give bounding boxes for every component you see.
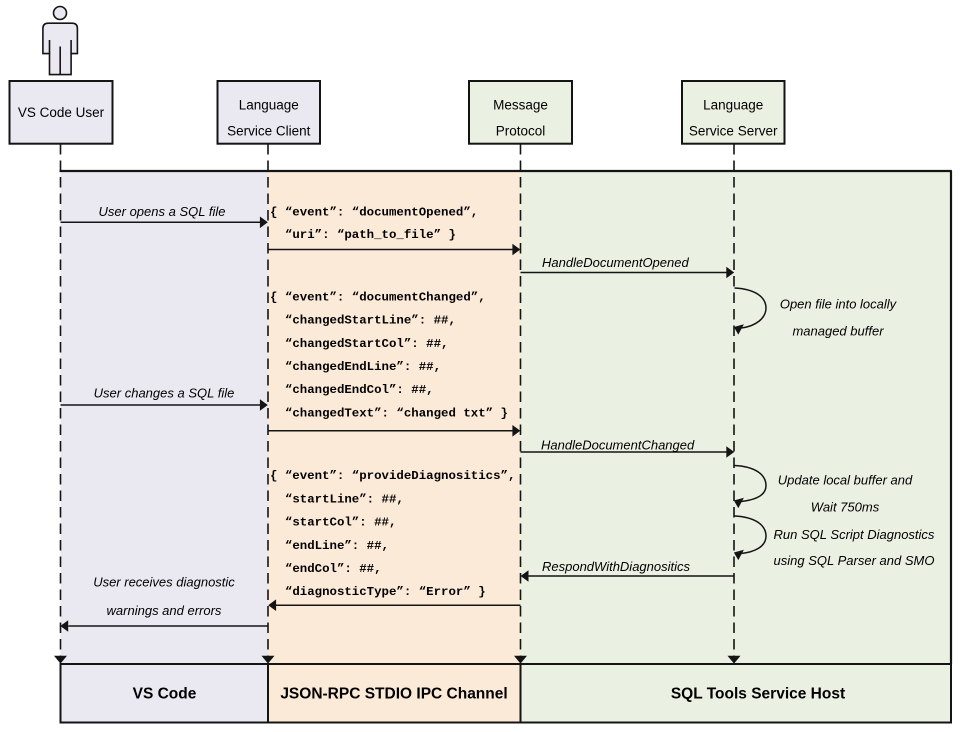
svg-text:Language: Language (239, 98, 299, 113)
svg-text:HandleDocumentOpened: HandleDocumentOpened (542, 255, 689, 270)
svg-text:{ “event”: “provideDiagnositic: { “event”: “provideDiagnositics”, (270, 469, 515, 483)
svg-text:JSON-RPC STDIO IPC Channel: JSON-RPC STDIO IPC Channel (280, 686, 507, 703)
svg-text:managed buffer: managed buffer (792, 324, 884, 339)
svg-text:Protocol: Protocol (496, 124, 546, 139)
svg-text:{ “event”: “documentOpened”,: { “event”: “documentOpened”, (270, 206, 478, 220)
svg-text:Run SQL Script Diagnostics: Run SQL Script Diagnostics (774, 527, 935, 542)
svg-text:“changedStartLine”: ##,: “changedStartLine”: ##, (285, 314, 456, 328)
svg-text:RespondWithDiagnositics: RespondWithDiagnositics (542, 559, 691, 574)
svg-text:User opens a SQL file: User opens a SQL file (99, 204, 226, 219)
svg-text:{ “event”: “documentChanged”,: { “event”: “documentChanged”, (270, 290, 486, 304)
svg-text:Open file into locally: Open file into locally (780, 297, 898, 312)
svg-text:VS Code User: VS Code User (18, 105, 105, 120)
svg-text:“changedText”: “changed txt” }: “changedText”: “changed txt” } (285, 406, 508, 420)
svg-text:“changedStartCol”: ##,: “changedStartCol”: ##, (285, 337, 449, 351)
svg-text:Service Client: Service Client (227, 124, 311, 139)
svg-text:“uri”: “path_to_file” }: “uri”: “path_to_file” } (285, 228, 456, 242)
svg-text:“endLine”: ##,: “endLine”: ##, (285, 539, 389, 553)
svg-text:User receives diagnostic: User receives diagnostic (93, 575, 235, 590)
svg-text:HandleDocumentChanged: HandleDocumentChanged (541, 437, 695, 452)
svg-text:using SQL Parser and SMO: using SQL Parser and SMO (774, 553, 935, 568)
svg-text:Language: Language (703, 98, 763, 113)
svg-text:User changes a SQL file: User changes a SQL file (94, 386, 235, 401)
svg-text:“changedEndLine”: ##,: “changedEndLine”: ##, (285, 360, 441, 374)
svg-text:Wait 750ms: Wait 750ms (811, 500, 880, 515)
svg-text:“startCol”: ##,: “startCol”: ##, (285, 516, 397, 530)
svg-text:“diagnosticType”: “Error” }: “diagnosticType”: “Error” } (285, 585, 486, 599)
svg-text:“startLine”: ##,: “startLine”: ##, (285, 492, 404, 506)
svg-text:“changedEndCol”: ##,: “changedEndCol”: ##, (285, 383, 434, 397)
svg-text:SQL Tools Service Host: SQL Tools Service Host (671, 686, 845, 703)
svg-text:“endCol”: ##,: “endCol”: ##, (285, 562, 382, 576)
svg-text:Message: Message (493, 98, 548, 113)
svg-text:VS Code: VS Code (133, 686, 197, 703)
svg-text:Service Server: Service Server (689, 124, 778, 139)
svg-text:warnings and errors: warnings and errors (107, 603, 222, 618)
svg-text:Update local buffer and: Update local buffer and (778, 473, 913, 488)
